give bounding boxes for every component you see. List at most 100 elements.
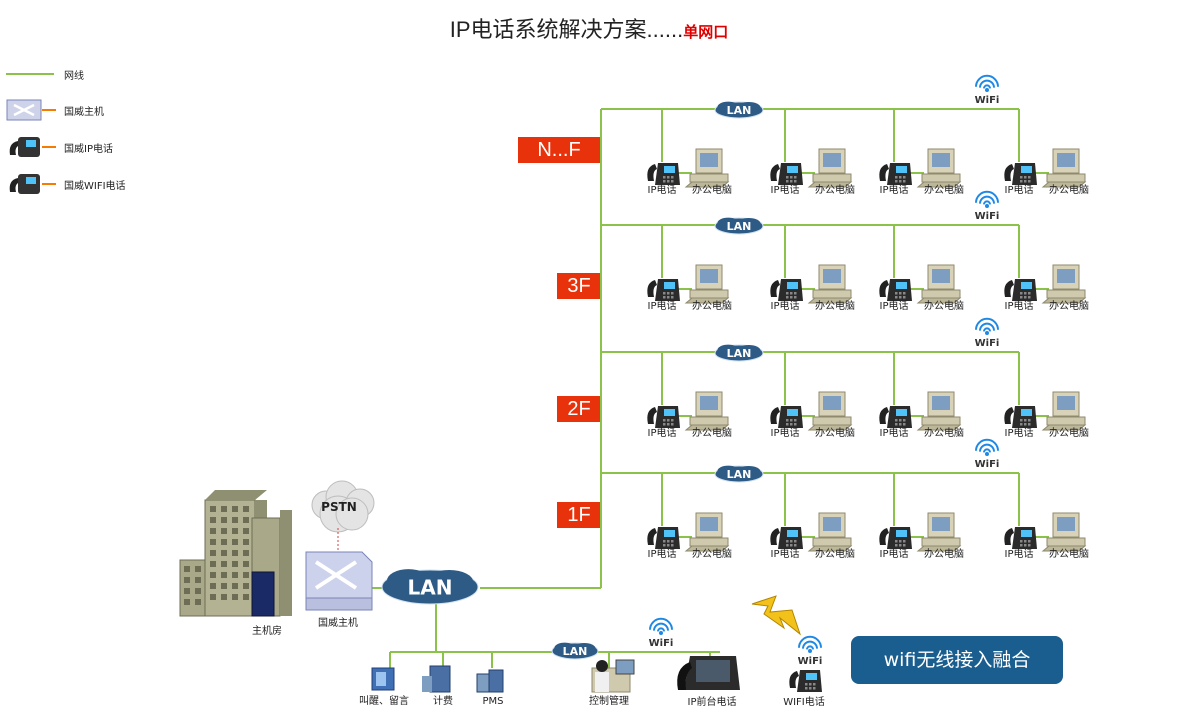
floor-3f-pc-label-1: 办公电脑 — [815, 299, 855, 312]
legend-ip-phone: 国威IP电话 — [6, 133, 113, 161]
floor-1f-pc-icon-2 — [916, 512, 962, 552]
floor-2f-pc-label-0: 办公电脑 — [692, 426, 732, 439]
legend-wifi-phone-label: 国威WIFI电话 — [64, 180, 126, 192]
floor-3f-ip-phone-icon-3 — [1004, 279, 1037, 301]
floor-n-phone-label-2: IP电话 — [880, 183, 909, 196]
floor-1f-wifi-icon: WiFi — [975, 438, 999, 470]
floor-n-pc-icon-3 — [1041, 148, 1087, 188]
page-title: IP电话系统解决方案......单网口 — [0, 12, 1178, 44]
floor-1f-pc-icon-0 — [684, 512, 730, 552]
wakeup-voicemail-icon — [371, 667, 395, 691]
legend-host: 国威主机 — [6, 96, 104, 124]
wifi-phone-icon — [9, 174, 56, 194]
floor-2f-pc-icon-3 — [1041, 391, 1087, 431]
main-lan-cloud: LAN — [381, 569, 479, 605]
floor-3f-ip-phone-icon-0 — [647, 279, 680, 301]
front-wifi-icon-label: WiFi — [649, 638, 674, 649]
billing-label: 计费 — [433, 694, 453, 707]
floor-3f-pc-label-0: 办公电脑 — [692, 299, 732, 312]
floor-n-phone-label-3: IP电话 — [1005, 183, 1034, 196]
floor-2f-lan-cloud-label: LAN — [727, 347, 752, 360]
machine-room: 主机房 PSTN 国威主机 LAN LAN WiFi 叫醒、留言 计费 PMS 控制管理 IP前台电… — [179, 480, 825, 708]
floor-2f-phone-label-2: IP电话 — [880, 426, 909, 439]
pms-label: PMS — [482, 696, 503, 707]
front-desk-phone-icon — [677, 656, 740, 690]
floor-2f-phone-label-0: IP电话 — [648, 426, 677, 439]
floor-n-ip-phone-icon-3 — [1004, 163, 1037, 185]
title-main: IP电话系统解决方案...... — [449, 17, 684, 42]
cable-line-icon — [6, 73, 54, 75]
front-wifi-icon: WiFi — [649, 617, 674, 649]
control-label: 控制管理 — [589, 694, 629, 707]
floor-3f-wifi-icon: WiFi — [975, 190, 1000, 222]
floor-n-pc-label-3: 办公电脑 — [1049, 183, 1089, 196]
network-cables — [372, 108, 1049, 668]
floor-n-wifi-icon-label: WiFi — [975, 95, 1000, 106]
floor-2f-pc-icon-0 — [684, 391, 730, 431]
host-switch-icon — [305, 551, 373, 611]
floor-1f-phone-label-1: IP电话 — [771, 547, 800, 560]
floor-3f-phone-label-3: IP电话 — [1005, 299, 1034, 312]
floor-1f-ip-phone-icon-3 — [1004, 527, 1037, 549]
ip-phone-icon — [9, 137, 56, 157]
floor-2f-ip-phone-icon-1 — [770, 406, 803, 428]
floor-n-pc-label-1: 办公电脑 — [815, 183, 855, 196]
floor-2f-wifi-icon-label: WiFi — [975, 338, 1000, 349]
floor-1f-pc-icon-1 — [807, 512, 853, 552]
floor-1f-ip-phone-icon-0 — [647, 527, 680, 549]
pstn-cloud: PSTN — [311, 480, 375, 533]
floor-1f-pc-label-0: 办公电脑 — [692, 547, 732, 560]
floor-n-ip-phone-icon-0 — [647, 163, 680, 185]
legend-wifi-phone: 国威WIFI电话 — [6, 170, 126, 198]
floor-n-pc-icon-0 — [684, 148, 730, 188]
floor-3f-phone-label-2: IP电话 — [880, 299, 909, 312]
floor-2f-phone-label-3: IP电话 — [1005, 426, 1034, 439]
floor-2f-pc-label-3: 办公电脑 — [1049, 426, 1089, 439]
floor-1f-phone-label-0: IP电话 — [648, 547, 677, 560]
control-operator-icon — [591, 659, 635, 693]
floor-1f-pc-label-3: 办公电脑 — [1049, 547, 1089, 560]
host-switch-icon — [6, 99, 56, 121]
floor-1f-lan-cloud: LAN — [714, 465, 764, 483]
floor-1f-pc-label-2: 办公电脑 — [924, 547, 964, 560]
floor-3f-lan-cloud: LAN — [714, 217, 764, 235]
floor-2f-lan-cloud: LAN — [714, 344, 764, 362]
wifi-handset-icon — [789, 670, 822, 692]
floor-n-lan-cloud: LAN — [714, 101, 764, 119]
floor-2f-pc-icon-1 — [807, 391, 853, 431]
building-icon — [179, 490, 292, 617]
sub-lan-cloud-label: LAN — [563, 645, 588, 658]
floor-3f-phone-label-0: IP电话 — [648, 299, 677, 312]
handset-wifi-icon-label: WiFi — [798, 656, 823, 667]
floor-n-pc-icon-2 — [916, 148, 962, 188]
floor-3f-ip-phone-icon-1 — [770, 279, 803, 301]
floor-tag-3f: 3F — [557, 273, 601, 299]
floor-3f-pc-icon-2 — [916, 264, 962, 304]
wakeup-voicemail-label: 叫醒、留言 — [359, 694, 409, 707]
front-desk-phone-label: IP前台电话 — [688, 695, 737, 708]
host-label: 国威主机 — [318, 616, 358, 629]
floor-2f-wifi-icon: WiFi — [975, 317, 1000, 349]
floor-2f-ip-phone-icon-3 — [1004, 406, 1037, 428]
floor-3f-wifi-icon-label: WiFi — [975, 211, 1000, 222]
floor-3f-lan-cloud-label: LAN — [727, 220, 752, 233]
floor-1f-lan-cloud-label: LAN — [727, 468, 752, 481]
pstn-label: PSTN — [321, 500, 357, 514]
title-sub: 单网口 — [683, 24, 729, 41]
floor-1f-phone-label-3: IP电话 — [1005, 547, 1034, 560]
handset-wifi-icon: WiFi — [798, 635, 823, 667]
floor-n-pc-icon-1 — [807, 148, 853, 188]
floor-3f-pc-icon-0 — [684, 264, 730, 304]
building-label: 主机房 — [252, 624, 282, 637]
floor-tag-1f: 1F — [557, 502, 601, 528]
floor-n-pc-label-2: 办公电脑 — [924, 183, 964, 196]
floor-2f-pc-label-1: 办公电脑 — [815, 426, 855, 439]
legend-host-label: 国威主机 — [64, 106, 104, 118]
floor-tag-2f: 2F — [557, 396, 601, 422]
